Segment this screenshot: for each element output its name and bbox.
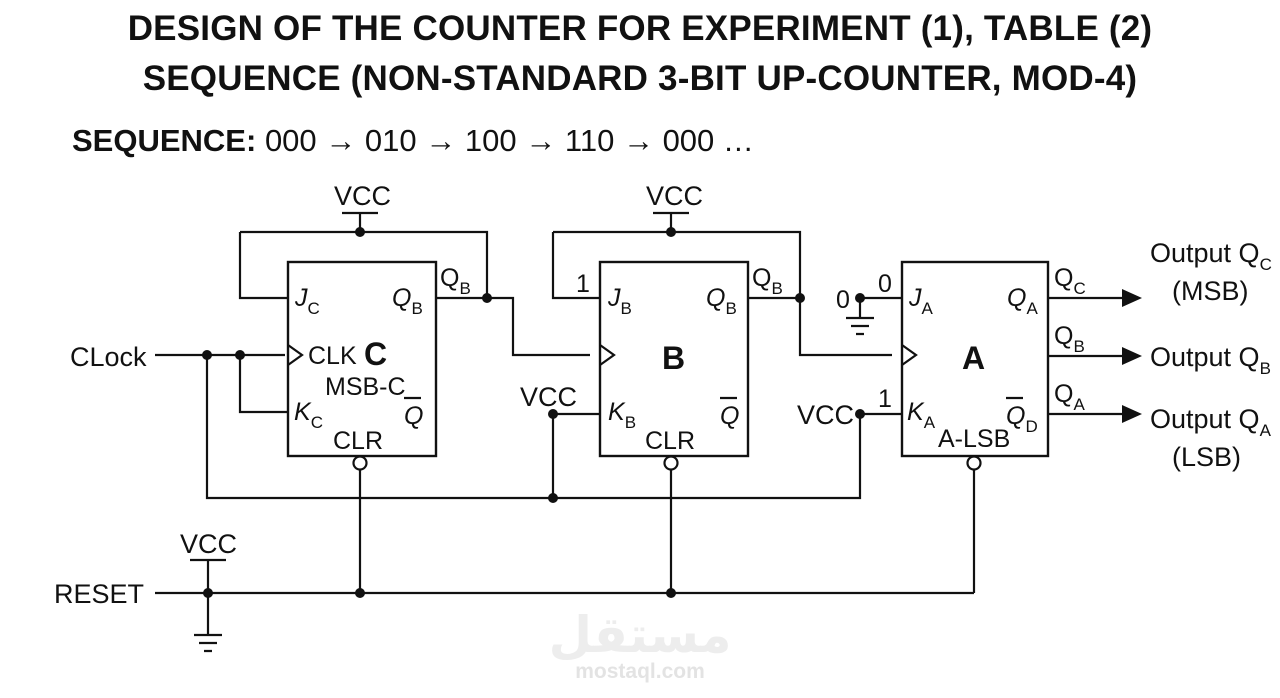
sequence-state: 000 … [662,123,754,158]
sequence-arrow: → [525,123,557,158]
flipflop-b-clock-triangle [599,344,616,366]
flipflop-a-clr-bubble [966,455,982,471]
flipflop-b-name: B [662,340,685,376]
flipflop-a-q-label: QA [1007,284,1038,318]
a-out3-label: QA [1054,380,1085,414]
flipflop-c-k-label: KC [294,398,323,432]
junction-dot [666,588,676,598]
c-out-q-label: QB [440,264,471,298]
watermark-arabic: مستقل [549,607,732,663]
b-j-feedback-wire [553,230,802,298]
flipflop-c-q-label: QB [392,284,423,318]
flipflop-b-j-label: JB [607,284,632,318]
reset-ground-symbol [194,633,222,653]
junction-dot [548,493,558,503]
flipflop-b: JB KB QB B Q CLR [598,260,750,471]
flipflop-c: JC KC QB CLK C MSB-C Q CLR [286,260,438,471]
b-out-q-label: QB [752,264,783,298]
a-j-ground-symbol [846,316,874,336]
clock-bus-wire [205,355,862,500]
junction-dot [855,409,865,419]
flipflop-b-q-label: QB [706,284,737,318]
sequence-arrow: → [622,123,654,158]
sequence-state: 010 [364,123,417,158]
a-k-one-label: 1 [878,385,892,413]
clock-to-kc-wire [238,355,288,414]
sequence-arrow: → [325,123,357,158]
sequence-state: 000 [264,123,317,158]
output-qc-label: Output QC [1150,238,1272,274]
flipflop-a: JA KA QA A QD A-LSB [900,260,1050,471]
flipflop-c-clr-bubble [352,455,368,471]
title-line-1: DESIGN OF THE COUNTER FOR EXPERIMENT (1)… [127,9,1153,48]
flipflop-c-clk-label: CLK [308,342,357,370]
b-j-one-label: 1 [576,270,590,298]
a-out1-label: QC [1054,264,1086,298]
vcc-label-c: VCC [334,181,391,211]
sequence-label: SEQUENCE: [72,123,257,158]
vcc-label-a-k: VCC [797,400,854,430]
sequence-line: SEQUENCE: 000 → 010 → 100 → 110 → 000 … [72,121,754,161]
output-qa-arrowhead [1122,405,1142,423]
watermark-latin: mostaql.com [575,660,705,683]
junction-dot [482,293,492,303]
output-qc-note: (MSB) [1172,276,1249,306]
junction-dot [666,227,676,237]
flipflop-a-k-label: KA [907,398,936,432]
flipflop-a-clock-triangle [901,344,918,366]
flipflop-b-qbar-label: Q [720,402,739,430]
flipflop-c-name: C [364,336,387,372]
sequence-arrow: → [425,123,457,158]
flipflop-c-qbar-label: Q [404,402,423,430]
b-q-wire [748,296,892,357]
reset-label: RESET [54,579,144,609]
flipflop-c-body [286,260,438,458]
a-out2-label: QB [1054,322,1085,356]
sequence-state: 100 [464,123,517,158]
a-j-zero-label: 0 [878,270,892,298]
junctions [202,227,865,598]
output-qa-label: Output QA [1150,404,1272,440]
flipflop-b-clr-label: CLR [645,427,695,455]
vcc-label-b-k: VCC [520,382,577,412]
wires [155,211,1142,653]
flipflop-c-clr-label: CLR [333,427,383,455]
flipflop-c-note: MSB-C [325,373,406,401]
c-q-wire [437,296,590,357]
junction-dot [548,409,558,419]
junction-dot [203,588,213,598]
flipflop-a-note: A-LSB [938,425,1010,453]
flipflop-a-j-label: JA [908,284,934,318]
junction-dot [202,350,212,360]
junction-dot [235,350,245,360]
flipflop-b-k-label: KB [608,398,636,432]
junction-dot [795,293,805,303]
junction-dot [855,293,865,303]
c-j-wire [238,232,288,300]
flipflop-b-body [598,260,750,458]
flipflop-c-j-label: JC [294,284,320,318]
flipflop-a-body [900,260,1050,458]
flipflop-a-name: A [962,340,985,376]
a-j-ground-zero-label: 0 [836,286,850,314]
c-j-feedback-wire [240,230,489,298]
b-j-wire [551,232,600,300]
flipflop-c-clock-triangle [287,344,304,366]
junction-dot [355,227,365,237]
title-line-2: SEQUENCE (NON-STANDARD 3-BIT UP-COUNTER,… [142,59,1138,98]
output-qb-label: Output QB [1150,342,1271,378]
clock-label: CLock [70,342,147,372]
vcc-label-reset: VCC [180,529,237,559]
sequence-state: 110 [564,123,615,158]
output-qc-arrowhead [1122,289,1142,307]
output-qb-arrowhead [1122,347,1142,365]
flipflop-b-clr-bubble [663,455,679,471]
vcc-label-b: VCC [646,181,703,211]
output-qa-note: (LSB) [1172,442,1241,472]
flipflop-a-qbar-label: QD [1006,402,1038,436]
junction-dot [355,588,365,598]
